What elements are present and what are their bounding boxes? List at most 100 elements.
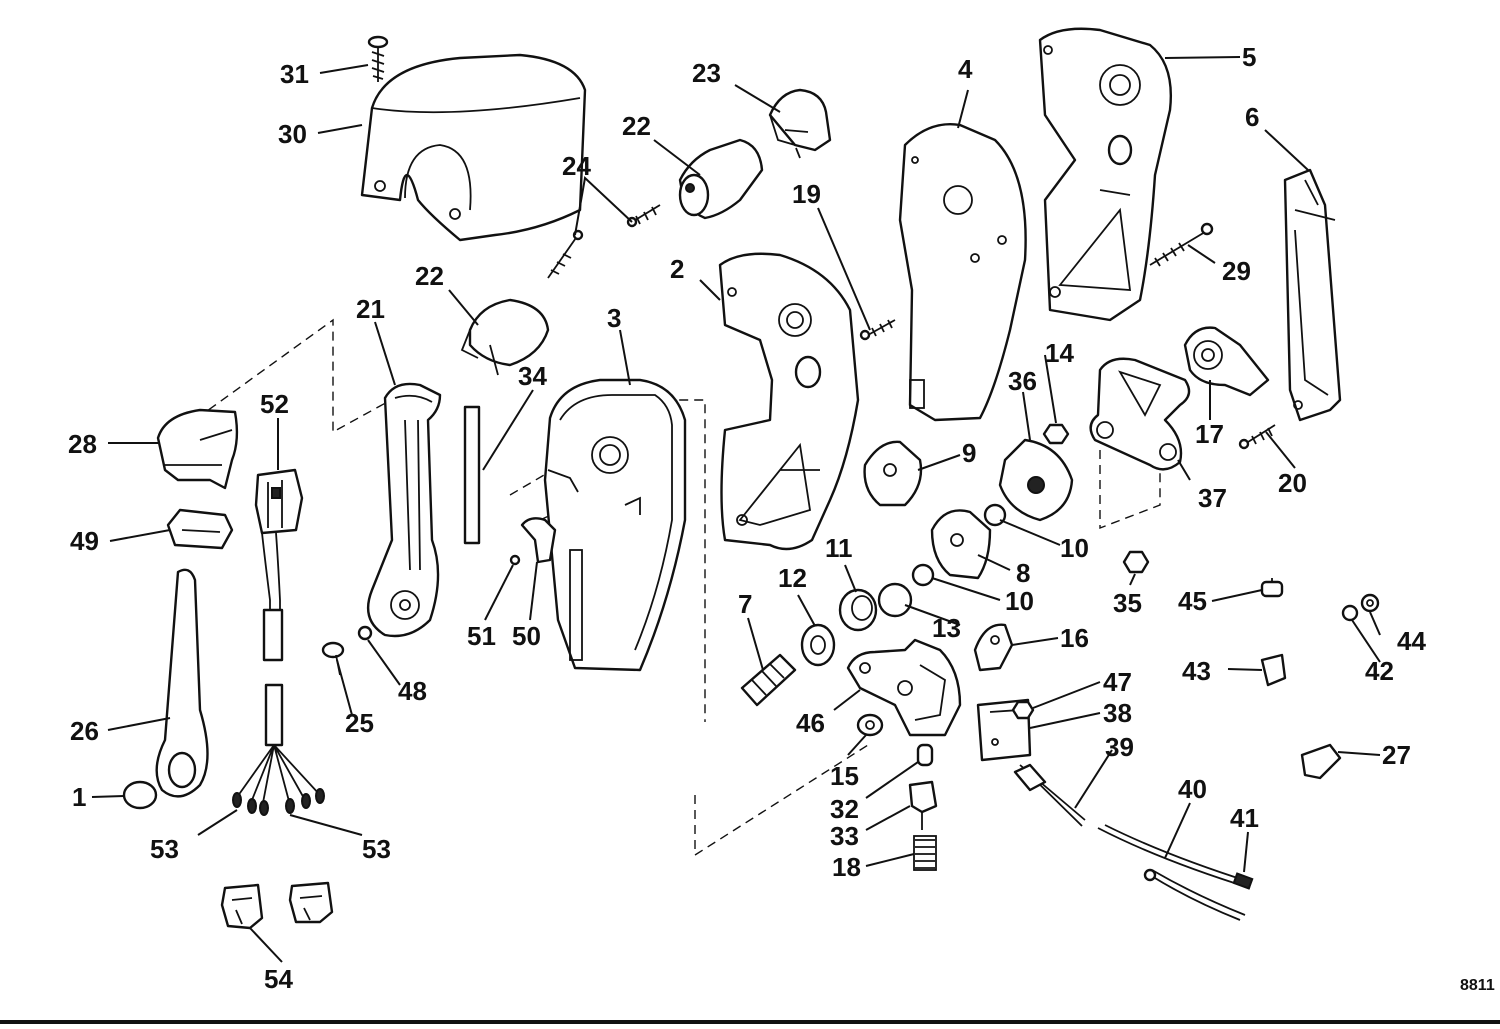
part-8-cam [930,509,992,580]
callout-29: 29 [1222,256,1251,286]
part-48-washer [357,625,373,641]
callout-12: 12 [778,563,807,593]
part-36-cam [998,438,1074,522]
callout-22-upper: 22 [622,111,651,141]
callout-10-upper: 10 [1060,533,1089,563]
callout-10-lower: 10 [1005,586,1034,616]
callout-1: 1 [72,782,86,812]
callout-49: 49 [70,526,99,556]
part-43-clip [1260,653,1287,687]
part-17-detent [1183,326,1270,397]
callout-4: 4 [958,54,973,84]
part-13-oring [877,582,913,618]
part-52-connector [254,468,304,535]
callout-53-left: 53 [150,834,179,864]
part-23-bracket [768,88,832,159]
part-10-ring-upper [983,503,1007,527]
part-11-bushing [838,588,878,632]
part-9-cam [863,440,923,507]
part-30-cover [360,53,587,242]
callout-20: 20 [1278,468,1307,498]
callout-34: 34 [518,361,547,391]
callout-23: 23 [692,58,721,88]
callout-27: 27 [1382,740,1411,770]
part-26-handle [155,568,209,798]
part-20-screw [1238,424,1276,450]
callout-9: 9 [962,438,976,468]
part-44-nut [1360,593,1380,613]
part-50-block [520,517,557,564]
callout-14: 14 [1045,338,1074,368]
part-1-disc [122,780,158,810]
part-47-nut [1011,700,1035,720]
callout-33: 33 [830,821,859,851]
callout-43: 43 [1182,656,1211,686]
part-40-wire [1097,824,1251,921]
part-49-clip [166,508,234,550]
callout-52: 52 [260,389,289,419]
part-21-lever-arm [367,382,442,638]
part-15-washer [856,713,884,737]
part-33-plunger [908,780,938,830]
part-19-screw [859,319,896,341]
part-37-link [1089,357,1191,471]
part-2-frame [718,252,860,551]
callout-45: 45 [1178,586,1207,616]
part-54-connectors [220,881,334,930]
callout-15: 15 [830,761,859,791]
part-22-grip-upper [678,138,764,220]
callout-46: 46 [796,708,825,738]
callout-17: 17 [1195,419,1224,449]
part-5-plate [1038,27,1172,322]
callout-42: 42 [1365,656,1394,686]
callout-7: 7 [738,589,752,619]
callout-32: 32 [830,794,859,824]
callout-28: 28 [68,429,97,459]
part-16-pawl [973,623,1014,672]
callout-6: 6 [1245,102,1259,132]
callout-36: 36 [1008,366,1037,396]
part-31-screw [367,35,389,82]
callout-22-lower: 22 [415,261,444,291]
leader-lines [91,56,1381,963]
part-51-screw [509,554,521,566]
part-18-spring [913,835,937,871]
part-34-strip [463,405,481,545]
part-32-pin [916,743,934,767]
callout-21: 21 [356,294,385,324]
part-35-nut [1122,550,1150,574]
callout-39: 39 [1105,732,1134,762]
callout-26: 26 [70,716,99,746]
callout-47: 47 [1103,667,1132,697]
part-6-strip [1283,168,1342,422]
part-7-shaft [740,653,797,707]
part-10-ring-lower [911,563,935,587]
figure-code: 8811 [1460,977,1495,994]
callout-53-right: 53 [362,834,391,864]
wire-harness [232,532,325,816]
callout-48: 48 [398,676,427,706]
part-46-lever [846,638,962,737]
callout-3: 3 [607,303,621,333]
callout-44: 44 [1397,626,1426,656]
part-4-plate [898,123,1027,422]
callout-41: 41 [1230,803,1259,833]
part-22-grip-lower [460,298,550,376]
part-3-housing [543,378,687,672]
part-41-wire-end [1232,872,1254,890]
part-39-wires [1013,763,1086,827]
callout-37: 37 [1198,483,1227,513]
callout-30: 30 [278,119,307,149]
callout-31: 31 [280,59,309,89]
part-29-bolt [1149,222,1214,267]
callout-38: 38 [1103,698,1132,728]
callout-18: 18 [832,852,861,882]
part-45-screw [1260,578,1284,598]
callout-labels: 1 2 3 4 5 6 7 8 9 10 10 11 12 13 14 15 1… [68,42,1426,994]
part-14-nut [1042,423,1070,445]
part-12-bearing [800,623,836,667]
callout-13: 13 [932,613,961,643]
callout-8: 8 [1016,558,1030,588]
callout-51: 51 [467,621,496,651]
